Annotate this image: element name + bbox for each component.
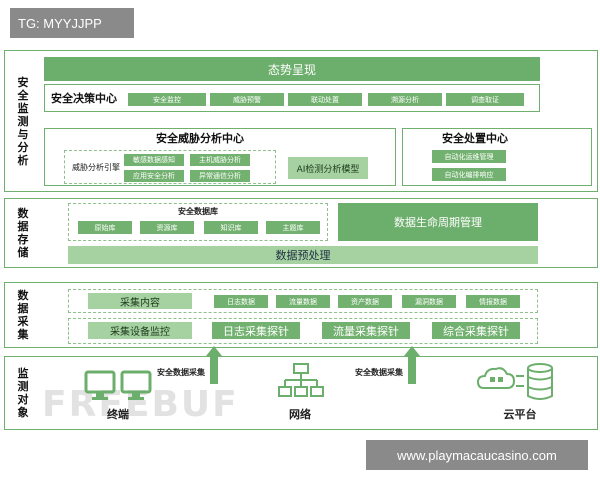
targets-section-label: 监 测 对 象 [10, 362, 36, 424]
bottom-tag-text: www.playmacaucasino.com [397, 447, 557, 463]
engine-group [64, 150, 276, 184]
top-tag: TG: MYYJJPP [10, 8, 134, 38]
response-item: 自动化运维管理 [432, 150, 506, 163]
threat-center-title: 安全威胁分析中心 [156, 132, 244, 145]
up-arrow-shaft [210, 356, 218, 384]
probe-item: 综合采集探针 [432, 322, 520, 339]
content-item: 漏洞数据 [402, 295, 456, 308]
arrow-label-2: 安全数据采集 [355, 367, 403, 377]
collect-device-group [68, 318, 538, 344]
decision-item: 安全监控 [128, 93, 206, 106]
collect-content-label: 采集内容 [88, 293, 192, 309]
db-item: 主题库 [266, 221, 320, 234]
label-char: 数 [17, 207, 29, 220]
security-db-title: 安全数据库 [178, 207, 218, 216]
label-char: 储 [17, 246, 29, 259]
label-char: 测 [17, 380, 29, 393]
preprocess-band: 数据预处理 [68, 246, 538, 264]
label-char: 监 [17, 367, 29, 380]
label-char: 监 [17, 101, 29, 115]
up-arrow-shaft [408, 356, 416, 384]
up-arrow-head [206, 346, 222, 356]
label-char: 集 [17, 328, 29, 341]
collect-content-group [68, 289, 538, 313]
db-item: 原始库 [78, 221, 132, 234]
label-char: 象 [17, 406, 29, 419]
label-char: 安 [17, 75, 29, 89]
engine-item: 敏感数据感知 [124, 154, 184, 166]
label-char: 对 [17, 393, 29, 406]
decision-item: 联动处置 [288, 93, 362, 106]
label-char: 存 [17, 233, 29, 246]
label-char: 与 [17, 127, 29, 141]
label-char: 据 [17, 220, 29, 233]
label-char: 析 [17, 153, 29, 167]
label-char: 采 [17, 315, 29, 328]
label-char: 数 [17, 289, 29, 302]
arrow-label-1: 安全数据采集 [157, 367, 205, 377]
label-char: 测 [17, 114, 29, 128]
response-item: 自动化编排响应 [432, 168, 506, 181]
target-label-network: 网络 [289, 408, 311, 421]
label-char: 全 [17, 88, 29, 102]
bottom-tag: www.playmacaucasino.com [366, 440, 588, 470]
decision-item: 调查取证 [446, 93, 524, 106]
target-label-terminal: 终端 [107, 408, 129, 421]
content-item: 日志数据 [214, 295, 268, 308]
monitor-section-label: 安 全 监 测 与 分 析 [10, 60, 36, 182]
db-item: 知识库 [204, 221, 258, 234]
probe-item: 日志采集探针 [212, 322, 300, 339]
up-arrow-head [404, 346, 420, 356]
ai-model-chip: AI检测分析模型 [288, 157, 368, 179]
target-label-cloud: 云平台 [503, 408, 537, 421]
cloud-server-icon [476, 362, 562, 402]
content-item: 情报数据 [466, 295, 520, 308]
label-char: 分 [17, 140, 29, 154]
collect-device-label: 采集设备监控 [88, 322, 192, 339]
engine-label: 威胁分析引擎 [72, 162, 120, 172]
security-db-group [68, 203, 328, 241]
db-item: 资源库 [140, 221, 194, 234]
top-tag-text: TG: MYYJJPP [18, 15, 102, 31]
engine-item: 异常通信分析 [190, 170, 250, 182]
network-icon [278, 362, 324, 402]
probe-item: 流量采集探针 [322, 322, 410, 339]
label-char: 据 [17, 302, 29, 315]
decision-item: 威胁预警 [210, 93, 284, 106]
engine-item: 应用安全分析 [124, 170, 184, 182]
content-item: 流量数据 [276, 295, 330, 308]
situation-band: 态势呈现 [44, 57, 540, 81]
engine-item: 主机威胁分析 [190, 154, 250, 166]
content-item: 资产数据 [338, 295, 392, 308]
collect-section-label: 数 据 采 集 [10, 288, 36, 342]
decision-item: 溯源分析 [368, 93, 442, 106]
decision-center-title: 安全决策中心 [51, 92, 117, 105]
lifecycle-band: 数据生命周期管理 [338, 203, 538, 241]
storage-section-label: 数 据 存 储 [10, 204, 36, 262]
monitor-icon [84, 370, 156, 404]
response-center-title: 安全处置中心 [442, 132, 508, 145]
situation-text: 态势呈现 [267, 62, 316, 77]
